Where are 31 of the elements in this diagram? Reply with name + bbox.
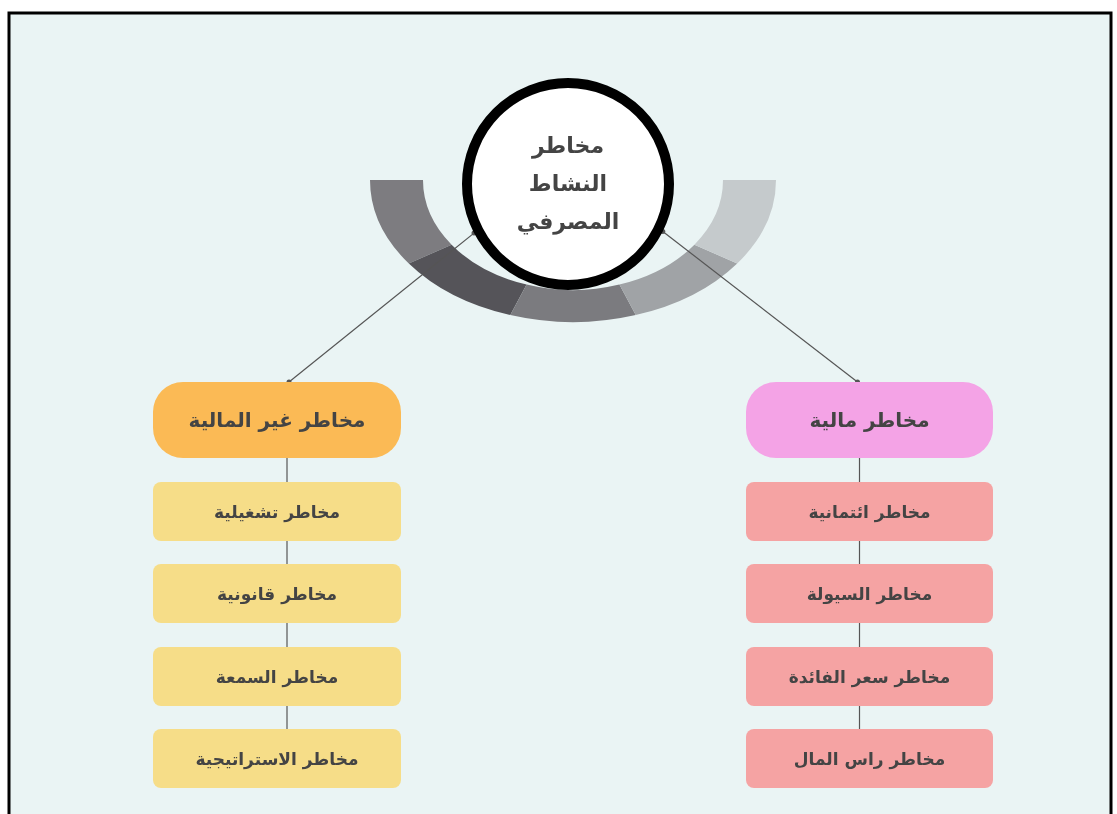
node-label: مخاطر السمعة [215,666,339,687]
connector [286,705,288,730]
connector [858,457,861,483]
connector [858,705,861,730]
node-label: مخاطر راس المال [793,748,946,769]
risk-box [153,729,401,788]
node-label: مخاطر غير المالية [188,408,366,432]
connector [286,540,288,565]
connector [858,540,861,565]
risk-box [153,482,401,541]
category-box [746,382,993,458]
node-label: مخاطر سعر الفائدة [788,666,951,687]
node-label: مخاطر الاستراتيجية [195,748,359,769]
node-label: مخاطر قانونية [217,583,337,604]
risk-box [746,564,993,623]
node-label: مخاطر مالية [809,408,930,432]
risk-box [746,647,993,706]
connector [858,622,861,648]
connector [286,457,288,483]
risk-box [153,647,401,706]
risk-box [153,564,401,623]
connector [286,622,288,648]
connector [660,229,860,385]
connector [286,230,477,385]
category-box [153,382,401,458]
node-label: مخاطر ائتمانية [808,501,931,522]
risk-box [746,482,993,541]
node-label: مخاطر تشغيلية [213,501,341,522]
node-label: مخاطر النشاط المصرفي [515,132,621,237]
risk-box [746,729,993,788]
node-label: مخاطر السيولة [806,583,933,604]
